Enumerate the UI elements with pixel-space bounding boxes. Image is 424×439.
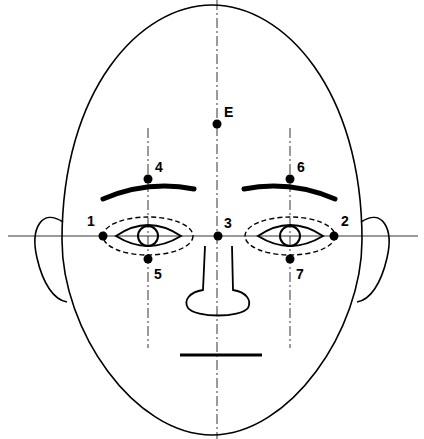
point-dot <box>330 232 339 241</box>
right-iris <box>280 226 300 246</box>
right-eye-zone <box>245 217 335 255</box>
callout-number: 7 <box>295 267 305 281</box>
right-eye <box>258 225 323 246</box>
head-outline <box>62 5 362 435</box>
right-eyebrow <box>244 186 335 199</box>
callout-number: 3 <box>223 216 233 230</box>
mouth <box>180 354 262 357</box>
callout-number: 2 <box>340 214 350 228</box>
callout-number: 1 <box>86 214 96 228</box>
left-ear <box>35 217 67 302</box>
callout-number: E <box>223 105 234 119</box>
right-ear <box>357 217 389 302</box>
point-dot <box>213 120 222 129</box>
left-iris <box>138 226 158 246</box>
callout-number: 4 <box>154 160 164 174</box>
point-dot <box>286 255 295 264</box>
point-dot <box>214 232 223 241</box>
callout-number: 5 <box>153 267 163 281</box>
left-eye <box>116 225 181 246</box>
point-dot <box>99 232 108 241</box>
nose <box>186 246 249 316</box>
center-axis <box>217 0 218 439</box>
right-eye-axis <box>290 128 291 348</box>
left-eye-axis <box>148 128 149 348</box>
point-dot <box>144 175 153 184</box>
left-eyebrow <box>103 186 194 199</box>
point-dot <box>286 175 295 184</box>
point-dot <box>144 255 153 264</box>
callout-number: 6 <box>296 160 306 174</box>
left-eye-zone <box>103 217 193 255</box>
horizontal-axis <box>8 236 418 237</box>
